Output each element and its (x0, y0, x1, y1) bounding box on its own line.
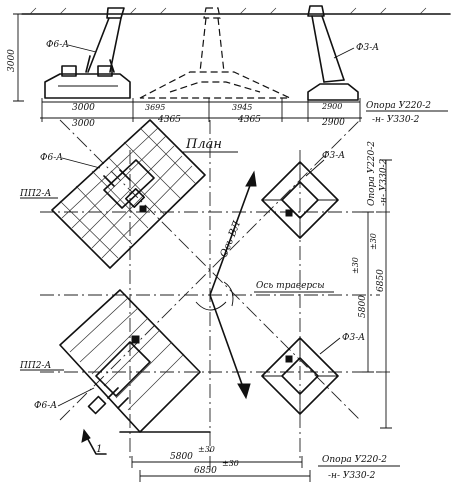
bottom-right-footing (261, 337, 339, 415)
dim-center-left-b: 4365 (157, 115, 181, 125)
leader-bottom-right-footing (319, 337, 341, 355)
vertical-dims (362, 159, 392, 429)
bottom-left-plate (59, 289, 211, 433)
dim-bottom-outer: 6850 (194, 466, 217, 476)
support-label-1: Опора У220-2 (366, 101, 431, 111)
label-top-left-footing: Ф6-А (40, 153, 63, 163)
top-right-footing (261, 161, 339, 239)
support-vertical-2: -н- У330-2 (379, 158, 389, 206)
dim-vertical-outer: 6850 (376, 269, 386, 292)
leader-bottom-left-footing (57, 387, 95, 407)
dim-vertical-outer-tol: ±30 (369, 233, 378, 250)
label-bottom-right-footing: Ф3-А (342, 333, 365, 343)
support-label-2: -н- У330-2 (372, 115, 420, 125)
dim-center-right-a: 3945 (232, 103, 252, 112)
label-left-footing: Ф6-А (46, 40, 69, 50)
center-leg-ghost (139, 7, 291, 99)
support-bottom-1: Опора У220-2 (322, 455, 387, 465)
label-right-footing: Ф3-А (356, 43, 379, 53)
left-footing (44, 65, 131, 99)
height-dim-line (13, 13, 24, 102)
top-left-footing (103, 159, 155, 213)
dim-right-base-b: 2900 (321, 118, 345, 128)
height-dim-text: 3000 (7, 49, 17, 72)
plan-title: План (185, 137, 222, 152)
bottom-left-footing (87, 335, 151, 415)
dim-center-right-b: 4365 (237, 115, 261, 125)
leader-top-left-footing (61, 157, 101, 169)
leader-top-right-footing (305, 159, 325, 177)
leader-left-footing (67, 44, 97, 53)
dim-left-base-a: 3000 (72, 103, 95, 113)
dim-bottom-outer-tol: ±30 (222, 459, 239, 468)
right-footing (307, 83, 359, 101)
support-vertical-1: Опора У220-2 (367, 141, 377, 206)
label-bottom-left-footing: Ф6-А (34, 401, 57, 411)
plan-view: План Ф6-А ПП (19, 119, 400, 482)
dim-vertical-inner-tol: ±30 (351, 257, 360, 274)
axis-line-label: Ось ВЛ (219, 219, 244, 259)
leader-right-footing (333, 47, 355, 59)
dim-right-base-a: 2900 (321, 102, 342, 111)
label-top-left-plate: ПП2-А (19, 189, 51, 199)
label-bottom-left-plate: ПП2-А (19, 361, 51, 371)
axis-arrows (195, 170, 257, 400)
axis-traverse-label: Ось траверсы (256, 281, 325, 291)
support-bottom-2: -н- У330-2 (328, 471, 376, 481)
dim-left-base-b: 3000 (72, 119, 95, 129)
right-leg (307, 5, 345, 83)
dim-vertical-inner: 5800 (358, 295, 368, 318)
section-mark (81, 428, 107, 455)
ground-hatching (29, 7, 427, 15)
top-left-plate (51, 119, 206, 269)
dim-center-left-a: 3695 (145, 103, 165, 112)
section-mark-text: 1 (96, 444, 102, 455)
dim-bottom-inner: 5800 (170, 452, 193, 462)
bottom-dims (131, 456, 311, 482)
label-top-right-footing: Ф3-А (322, 151, 345, 161)
left-leg (85, 7, 125, 73)
elevation-view: 3000 Ф6-А Ф3-А (7, 5, 451, 129)
dim-bottom-inner-tol: ±30 (198, 445, 215, 454)
dim-row-1 (41, 98, 361, 122)
